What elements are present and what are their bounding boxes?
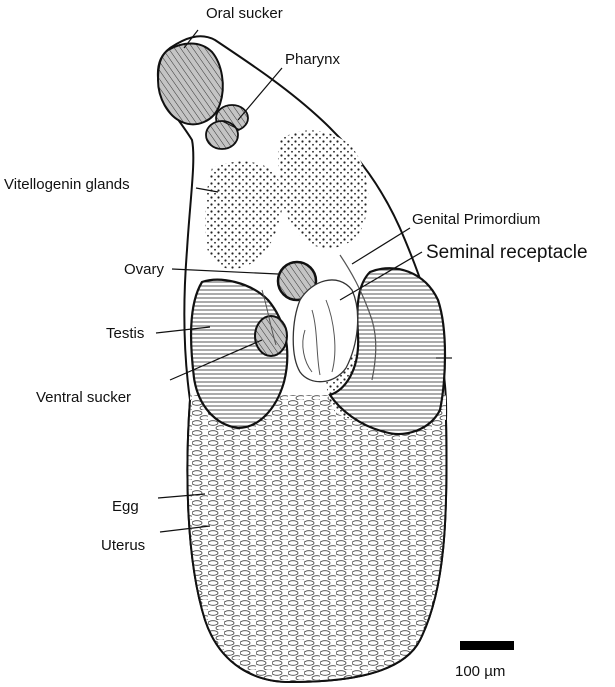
label-genital-primordium: Genital Primordium — [412, 212, 540, 227]
label-pharynx: Pharynx — [285, 52, 340, 67]
label-ventral-sucker: Ventral sucker — [36, 390, 131, 405]
oral-sucker — [158, 44, 223, 125]
label-testis: Testis — [106, 326, 144, 341]
label-seminal-receptacle: Seminal receptacle — [426, 243, 588, 262]
scale-bar — [460, 641, 514, 650]
label-uterus: Uterus — [101, 538, 145, 553]
label-oral-sucker: Oral sucker — [206, 6, 283, 21]
ventral-sucker — [255, 316, 287, 356]
label-ovary: Ovary — [124, 262, 164, 277]
label-vitellogenin-glands: Vitellogenin glands — [4, 177, 130, 192]
scale-bar-label: 100 µm — [455, 664, 505, 679]
label-egg: Egg — [112, 499, 139, 514]
